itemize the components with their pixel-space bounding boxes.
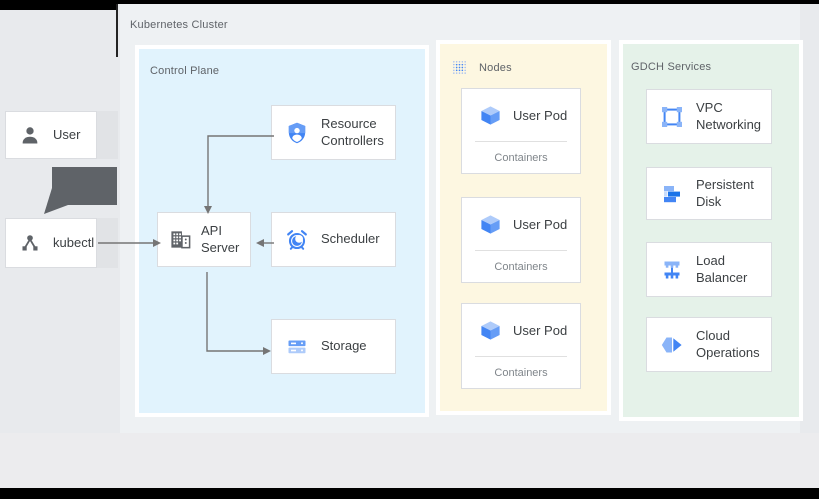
cloud-operations-label: Cloud Operations — [696, 328, 760, 360]
user-pod-box-3: User Pod Containers — [461, 303, 581, 389]
cube-pod-icon — [479, 104, 502, 127]
nodes-panel: Nodes User Pod Containers — [436, 40, 611, 415]
user-box: User — [5, 111, 97, 159]
resource-controllers-label: Resource Controllers — [321, 116, 384, 148]
gdch-services-panel: GDCH Services VPC Networking — [619, 40, 803, 421]
storage-label: Storage — [321, 338, 367, 354]
pod-divider — [475, 356, 567, 357]
user-pod-box-1: User Pod Containers — [461, 88, 581, 174]
persistent-disk-label: Persistent Disk — [696, 177, 754, 209]
right-column-background — [800, 4, 819, 433]
load-balancer-icon — [660, 258, 684, 282]
user-pod-label: User Pod — [513, 216, 568, 232]
dot-grid-icon — [451, 59, 468, 76]
letterbox-top-bar — [0, 0, 819, 4]
user-pod-label: User Pod — [513, 107, 568, 123]
load-balancer-box: Load Balancer — [646, 242, 772, 297]
containers-label: Containers — [494, 260, 548, 273]
kubectl-box-shadow — [97, 218, 118, 268]
vpc-networking-label: VPC Networking — [696, 100, 762, 132]
cloud-operations-icon — [660, 333, 684, 357]
letterbox-top-left — [0, 0, 118, 10]
control-plane-label: Control Plane — [150, 65, 220, 77]
user-box-shadow — [97, 111, 118, 159]
persistent-disk-icon — [660, 182, 684, 206]
cube-pod-icon — [479, 213, 502, 236]
letterbox-bottom-bar — [0, 488, 819, 499]
containers-label: Containers — [494, 366, 548, 379]
building-icon — [169, 228, 192, 251]
pod-divider — [475, 141, 567, 142]
cube-pod-icon — [479, 319, 502, 342]
gdch-services-label: GDCH Services — [631, 61, 712, 73]
api-server-label: API Server — [201, 223, 240, 255]
nodes-label: Nodes — [479, 61, 512, 74]
cluster-title: Kubernetes Cluster — [130, 19, 228, 31]
scheduler-label: Scheduler — [321, 231, 380, 247]
shield-user-icon — [285, 121, 309, 145]
kubectl-icon — [19, 232, 41, 254]
kubectl-box: kubectl — [5, 218, 97, 268]
pod-divider — [475, 250, 567, 251]
api-server-box: API Server — [157, 212, 251, 267]
cloud-operations-box: Cloud Operations — [646, 317, 772, 372]
storage-icon — [285, 335, 309, 359]
control-plane-panel: Control Plane Resource Controllers — [135, 45, 429, 417]
alarm-clock-icon — [285, 228, 309, 252]
user-pod-label: User Pod — [513, 322, 568, 338]
vpc-networking-box: VPC Networking — [646, 89, 772, 144]
storage-box: Storage — [271, 319, 396, 374]
persistent-disk-box: Persistent Disk — [646, 167, 772, 220]
user-pod-box-2: User Pod Containers — [461, 197, 581, 283]
bottom-background — [0, 433, 819, 488]
vpc-icon — [660, 105, 684, 129]
kubectl-label: kubectl — [53, 234, 95, 250]
load-balancer-label: Load Balancer — [696, 253, 748, 285]
scheduler-box: Scheduler — [271, 212, 396, 267]
user-label: User — [53, 126, 81, 142]
window-edge-line — [116, 4, 118, 57]
person-icon — [19, 124, 41, 146]
resource-controllers-box: Resource Controllers — [271, 105, 396, 160]
containers-label: Containers — [494, 151, 548, 164]
